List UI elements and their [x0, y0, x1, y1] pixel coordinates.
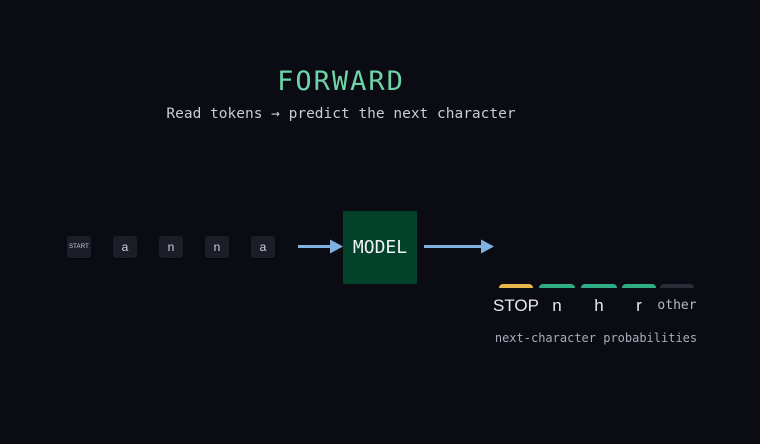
diagram-subtitle: Read tokens → predict the next character: [166, 106, 516, 122]
diagram-title: FORWARD: [277, 66, 405, 97]
probability-bar-other: [660, 284, 694, 288]
probability-bar-h: [581, 284, 617, 288]
output-label-n: n: [552, 296, 562, 315]
probability-bar-r: [622, 284, 656, 288]
output-caption: next-character probabilities: [494, 331, 698, 345]
input-token-3: n: [205, 236, 229, 258]
input-token-2: n: [159, 236, 183, 258]
input-token-start: START: [67, 236, 91, 258]
output-label-h: h: [594, 296, 604, 315]
output-label-stop: STOP: [493, 296, 539, 315]
output-label-r: r: [636, 296, 642, 315]
model-box: MODEL: [343, 211, 417, 284]
input-token-1: a: [113, 236, 137, 258]
input-token-4: a: [251, 236, 275, 258]
probability-bar-n: [539, 284, 575, 288]
input-arrow: [298, 239, 343, 254]
output-arrow: [424, 239, 494, 254]
output-label-other: other: [657, 298, 697, 313]
probability-bar-stop: [499, 284, 533, 288]
